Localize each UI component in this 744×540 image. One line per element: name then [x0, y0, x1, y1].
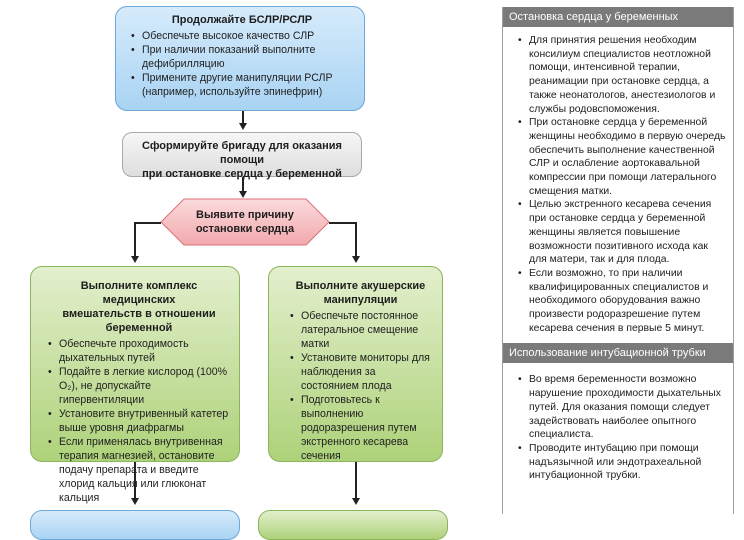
list-item: Обеспечьте проходимость дыхательных путе… — [48, 337, 233, 365]
decision-hexagon — [160, 198, 330, 246]
continue-cpr-box: Продолжайте БСЛР/РСЛР Обеспечьте высокое… — [115, 6, 365, 111]
team-box: Сформируйте бригаду для оказания помощи … — [122, 132, 362, 180]
obstetric-title-2: манипуляции — [323, 294, 398, 306]
intubation-list: Во время беременности возможно нарушение… — [515, 373, 727, 483]
section-body-intubation: Во время беременности возможно нарушение… — [503, 363, 733, 489]
connector-line — [355, 462, 357, 500]
decision-line-1: Выявите причину — [196, 209, 294, 221]
connector-line — [242, 177, 244, 192]
arrow-down-icon — [131, 498, 139, 505]
list-item: Установите внутривенный катетер выше уро… — [48, 407, 233, 435]
medical-title-2: вмешательств в отношении — [62, 308, 216, 320]
list-item: Для принятия решения необходим консилиум… — [518, 34, 727, 116]
medical-interventions-box: Выполните комплекс медицинских вмешатель… — [30, 266, 240, 504]
arrow-down-icon — [352, 498, 360, 505]
connector-line — [134, 462, 136, 500]
arrow-down-icon — [239, 191, 247, 198]
list-item: Обеспечьте высокое качество СЛР — [131, 29, 356, 43]
obstetric-title-1: Выполните акушерские — [295, 280, 426, 292]
team-line-1: Сформируйте бригаду для оказания помощи — [142, 140, 342, 166]
list-item: Проводите интубацию при помощи надъязычн… — [518, 442, 727, 483]
list-item: При наличии показаний выполните дефибрил… — [131, 43, 356, 71]
next-step-box-right — [258, 510, 448, 540]
decision-line-2: остановки сердца — [195, 223, 295, 235]
list-item: Подготовьтесь к выполнению родоразрешени… — [290, 393, 434, 463]
medical-list: Обеспечьте проходимость дыхательных путе… — [45, 337, 233, 505]
section-header-cardiac-arrest: Остановка сердца у беременных — [503, 7, 733, 27]
medical-title-3: беременной — [105, 322, 173, 334]
medical-title-1: Выполните комплекс медицинских — [80, 280, 198, 306]
arrow-down-icon — [352, 256, 360, 263]
list-item: Во время беременности возможно нарушение… — [518, 373, 727, 442]
continue-cpr-list: Обеспечьте высокое качество СЛР При нали… — [128, 29, 356, 99]
list-item: Целью экстренного кесарева сечения при о… — [518, 198, 727, 267]
arrow-down-icon — [239, 123, 247, 130]
team-line-2: при остановке сердца у беременной — [142, 168, 342, 180]
connector-line — [134, 222, 136, 257]
continue-cpr-title: Продолжайте БСЛР/РСЛР — [171, 14, 313, 26]
obstetric-box: Выполните акушерские манипуляции Обеспеч… — [268, 266, 443, 462]
connector-line — [329, 222, 356, 224]
next-step-box-left — [30, 510, 240, 540]
arrow-down-icon — [131, 256, 139, 263]
list-item: Обеспечьте постоянное латеральное смещен… — [290, 309, 434, 351]
connector-line — [355, 222, 357, 257]
section-body-cardiac-arrest: Для принятия решения необходим консилиум… — [503, 27, 733, 341]
list-item: При остановке сердца у беременной женщин… — [518, 116, 727, 198]
list-item: Подайте в легкие кислород (100% O₂), не … — [48, 365, 233, 407]
list-item: Установите мониторы для наблюдения за со… — [290, 351, 434, 393]
cardiac-arrest-list: Для принятия решения необходим консилиум… — [515, 34, 727, 335]
connector-line — [242, 111, 244, 124]
list-item: Примените другие манипуляции РСЛР (напри… — [131, 71, 356, 99]
obstetric-list: Обеспечьте постоянное латеральное смещен… — [287, 309, 434, 463]
info-panel: Остановка сердца у беременных Для принят… — [502, 7, 734, 514]
list-item: Если применялась внутривенная терапия ма… — [48, 435, 233, 505]
list-item: Если возможно, то при наличии квалифицир… — [518, 267, 727, 336]
connector-line — [134, 222, 161, 224]
decision-text: Выявите причину остановки сердца — [150, 208, 340, 236]
section-header-intubation: Использование интубационной трубки — [503, 343, 733, 364]
